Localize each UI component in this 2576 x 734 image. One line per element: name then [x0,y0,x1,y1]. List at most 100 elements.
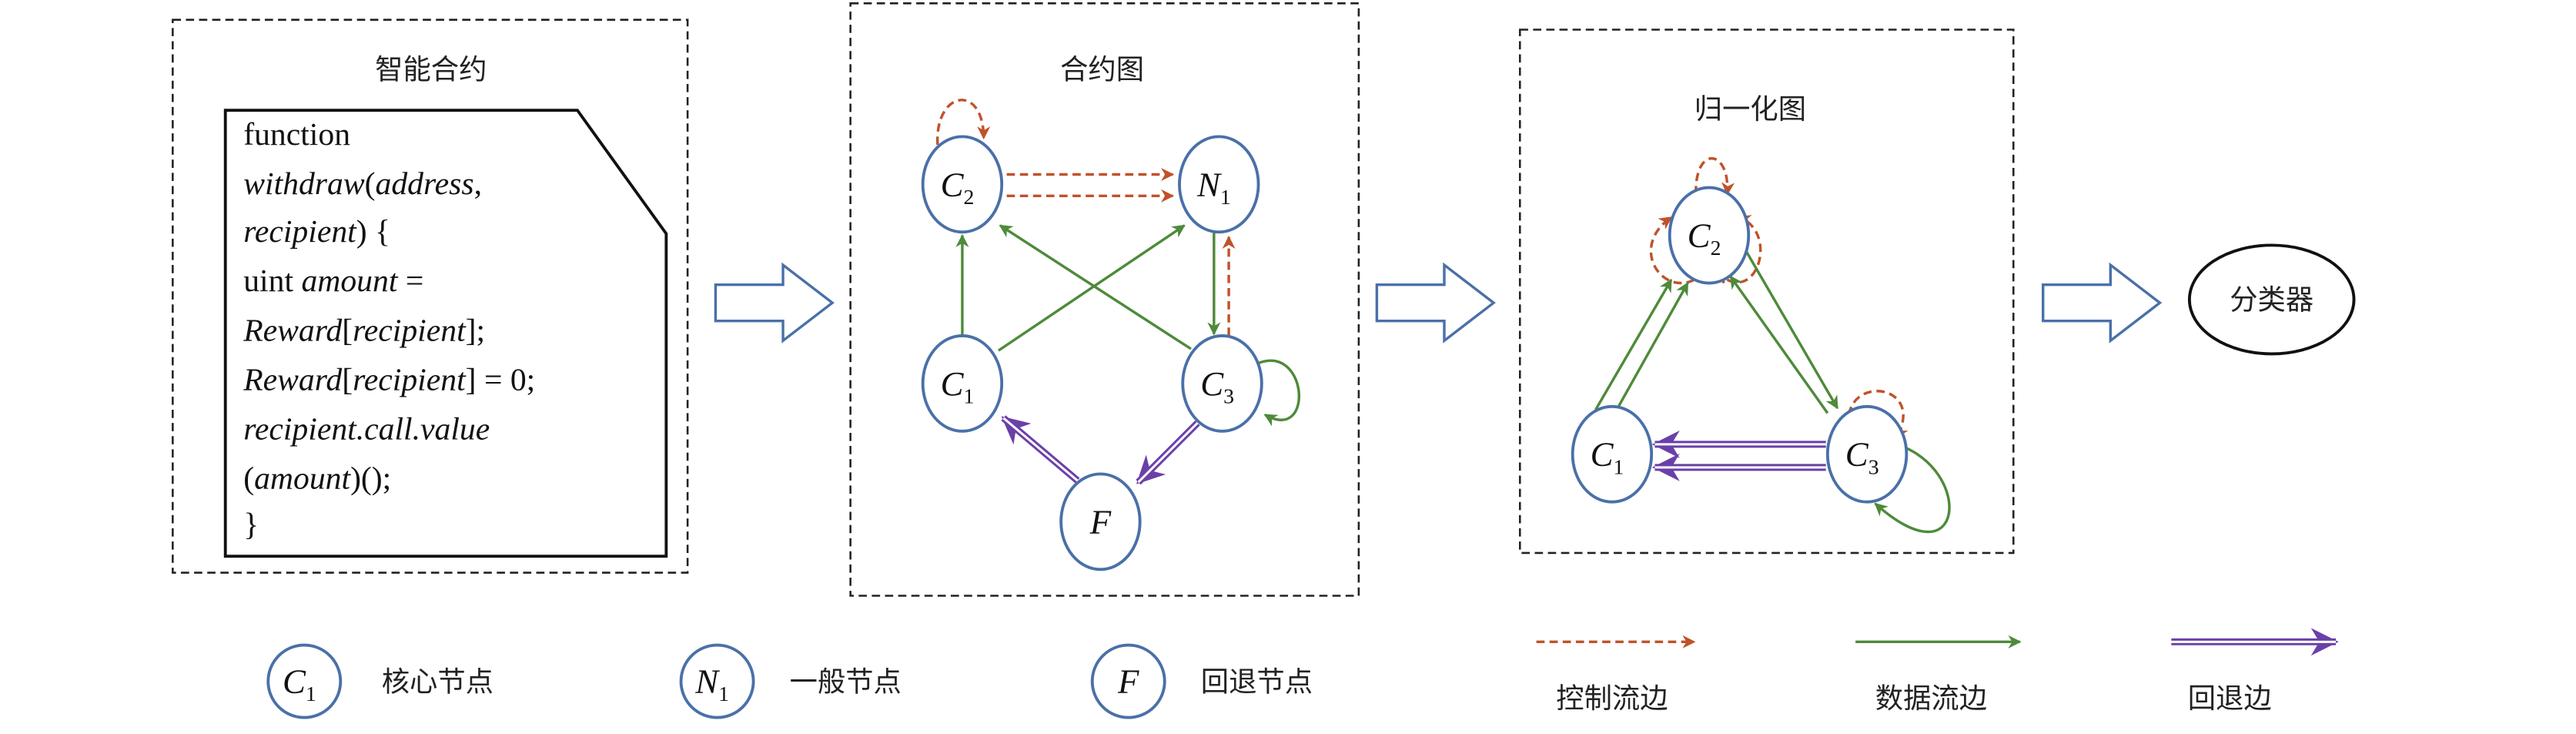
node-circle [921,333,1004,433]
node-circle [1059,472,1142,571]
legend-label: 数据流边 [1875,682,1987,715]
control-flow-edge [1847,390,1909,439]
node-label-sub: 1 [718,682,729,706]
node-circle [1181,333,1263,433]
stage-arrow-icon [714,262,835,344]
code-token: function [243,117,350,152]
graph-edges [936,99,1301,485]
node-label: C1 [283,662,316,707]
data-flow-edge [1253,359,1301,427]
node-label-sub: 2 [964,186,975,209]
code-line: uint amount = [243,263,423,299]
node-label-sub: 1 [306,682,316,706]
node-label-sub: 1 [1220,186,1231,209]
legend-label: 回退节点 [1201,665,1313,698]
node-legend-N1: N1 [679,643,755,719]
legend-edge-item: 数据流边 [1855,635,2022,715]
code-line: Reward[recipient] = 0; [243,362,535,397]
panel-smart-contract: 智能合约 functionwithdraw(address,recipient)… [172,18,689,574]
node-label-sub: 1 [1614,455,1624,479]
node-label-main: N [694,662,720,701]
node-circle [679,643,755,719]
node-label: F [1117,662,1139,701]
node-label-main: F [1089,502,1112,541]
node-C2: C2 [921,135,1004,234]
node-label: C3 [1200,364,1234,409]
node-label: C2 [941,165,975,209]
code-token: ( [243,461,254,497]
legend-label: 回退边 [2188,682,2272,715]
code-line: function [243,117,350,152]
legend-node-item: C1 核心节点 [266,643,493,719]
data-flow-edge [1874,443,1951,534]
legend-edge-item: 回退边 [2171,628,2339,715]
data-flow-edge [999,224,1192,350]
panel-border [1518,28,2015,555]
control-flow-edge [936,99,991,146]
node-label: C2 [1688,216,1721,261]
fallback-edge-inner [1137,422,1199,484]
stage-arrow-icon [1375,262,1496,344]
node-label-main: N [1196,165,1222,203]
code-line: Reward[recipient]; [243,313,485,348]
panel-border [172,18,689,574]
classifier-label: 分类器 [2230,283,2313,317]
node-label-sub: 3 [1868,455,1879,479]
stage-arrow-icon [2042,262,2163,344]
node-label: C1 [1591,435,1624,480]
node-circle [1090,643,1166,719]
code-token: ] = 0; [466,362,536,397]
control-flow-edge [1694,156,1735,196]
code-token: Reward [243,362,342,397]
node-label: N1 [1196,165,1231,209]
node-label-main: C [1845,435,1869,474]
node-C3: C3 [1181,333,1263,433]
code-document [223,109,668,558]
node-circle [921,135,1004,234]
node-label-main: C [941,165,965,203]
node-label: F [1089,502,1112,541]
code-line: } [243,507,259,542]
node-label: C3 [1845,435,1879,480]
legend-node-item: F 回退节点 [1090,643,1313,719]
classifier: 分类器 [2187,243,2356,356]
node-label-main: F [1117,662,1139,701]
node-C1: C1 [921,333,1004,433]
node-label-main: C [283,662,306,701]
node-N1: N1 [1178,135,1260,234]
node-label-sub: 3 [1223,385,1234,409]
node-label: C1 [941,364,975,409]
legend-label: 核心节点 [382,665,493,698]
fallback-edge [1136,420,1200,485]
code-line: recipient) { [243,214,390,250]
graph-edges [1594,156,1951,534]
code-token: recipient [353,362,467,397]
code-line: withdraw(address, [243,166,482,202]
stage-arrows [714,262,2163,344]
node-label-sub: 1 [964,385,975,409]
control-flow-edge [1726,215,1762,284]
node-label-main: C [1200,364,1224,403]
code-token: recipient [243,214,357,250]
classifier-ellipse [2187,243,2356,356]
legend-edge-item: 控制流边 [1536,635,1696,715]
node-legend-C1: C1 [266,643,343,719]
code-token: } [243,507,259,542]
code-token: ) { [356,214,390,250]
fallback-edge-inner [1002,417,1079,482]
data-flow-edge [1611,282,1689,419]
code-token: ( [365,166,376,202]
node-label-sub: 2 [1711,236,1721,260]
node-circle [1825,404,1909,504]
node-C3: C3 [1825,404,1909,504]
data-flow-edge [1594,278,1673,411]
data-flow-edge [1729,275,1829,414]
